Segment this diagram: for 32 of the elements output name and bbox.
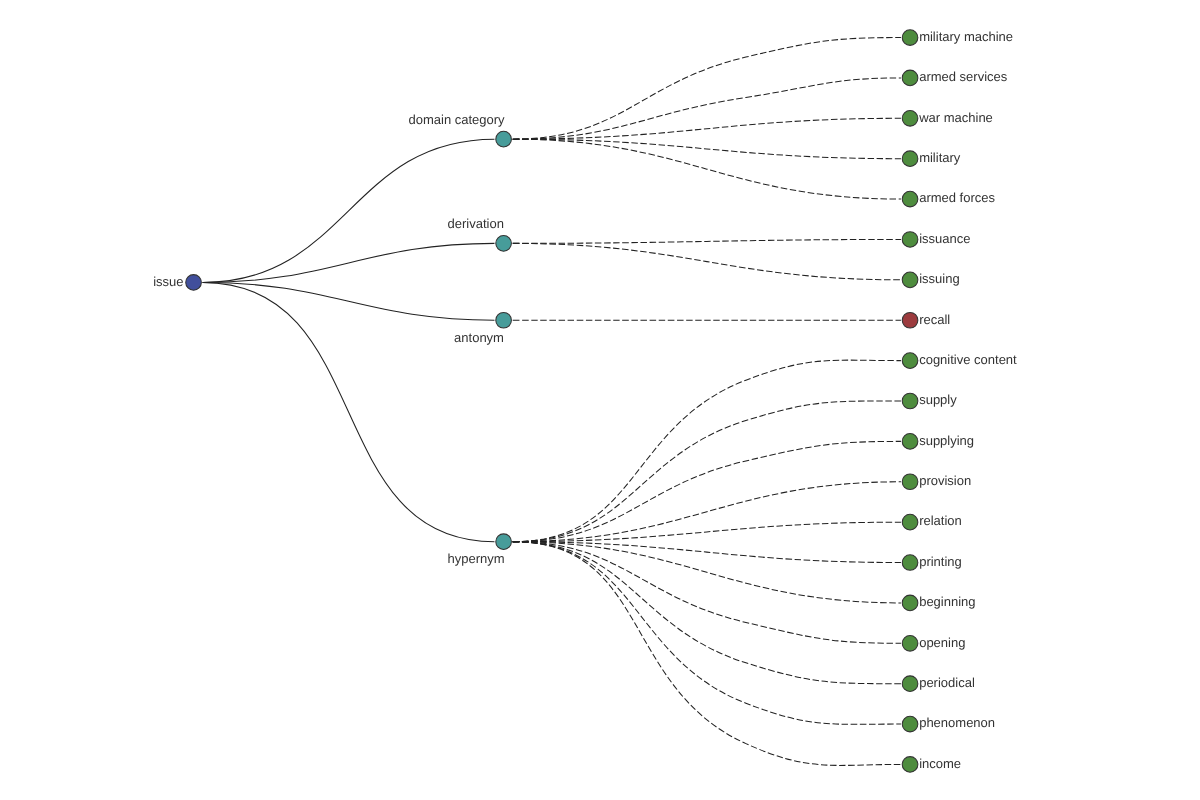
connector — [512, 318, 902, 320]
node-circle — [495, 310, 512, 328]
connector — [512, 116, 902, 139]
node-circle — [901, 351, 919, 368]
node-circle — [901, 149, 919, 167]
node-circle — [901, 472, 919, 490]
node-circle — [495, 532, 512, 550]
node-circle — [901, 714, 919, 732]
node-circle — [901, 28, 919, 45]
node-circle — [495, 129, 512, 147]
node-circle — [901, 553, 919, 570]
node-circle — [901, 593, 919, 611]
node-circle — [185, 273, 202, 290]
connector — [512, 76, 902, 139]
node-circle — [901, 270, 919, 288]
connector — [512, 241, 902, 280]
node-circle — [495, 234, 512, 251]
connector — [512, 137, 902, 199]
node-circle — [901, 189, 919, 207]
node-circle — [901, 755, 919, 772]
node-circle — [901, 230, 919, 247]
connector — [202, 280, 495, 542]
node-circle — [901, 391, 919, 409]
node-circle — [901, 432, 919, 449]
node-circle — [901, 633, 919, 651]
node-circle — [901, 310, 919, 328]
connector — [512, 540, 902, 765]
connector — [512, 36, 902, 139]
node-circle — [901, 512, 919, 530]
node-circle — [901, 674, 919, 692]
node-circle — [901, 108, 919, 126]
node-circle — [901, 68, 919, 86]
